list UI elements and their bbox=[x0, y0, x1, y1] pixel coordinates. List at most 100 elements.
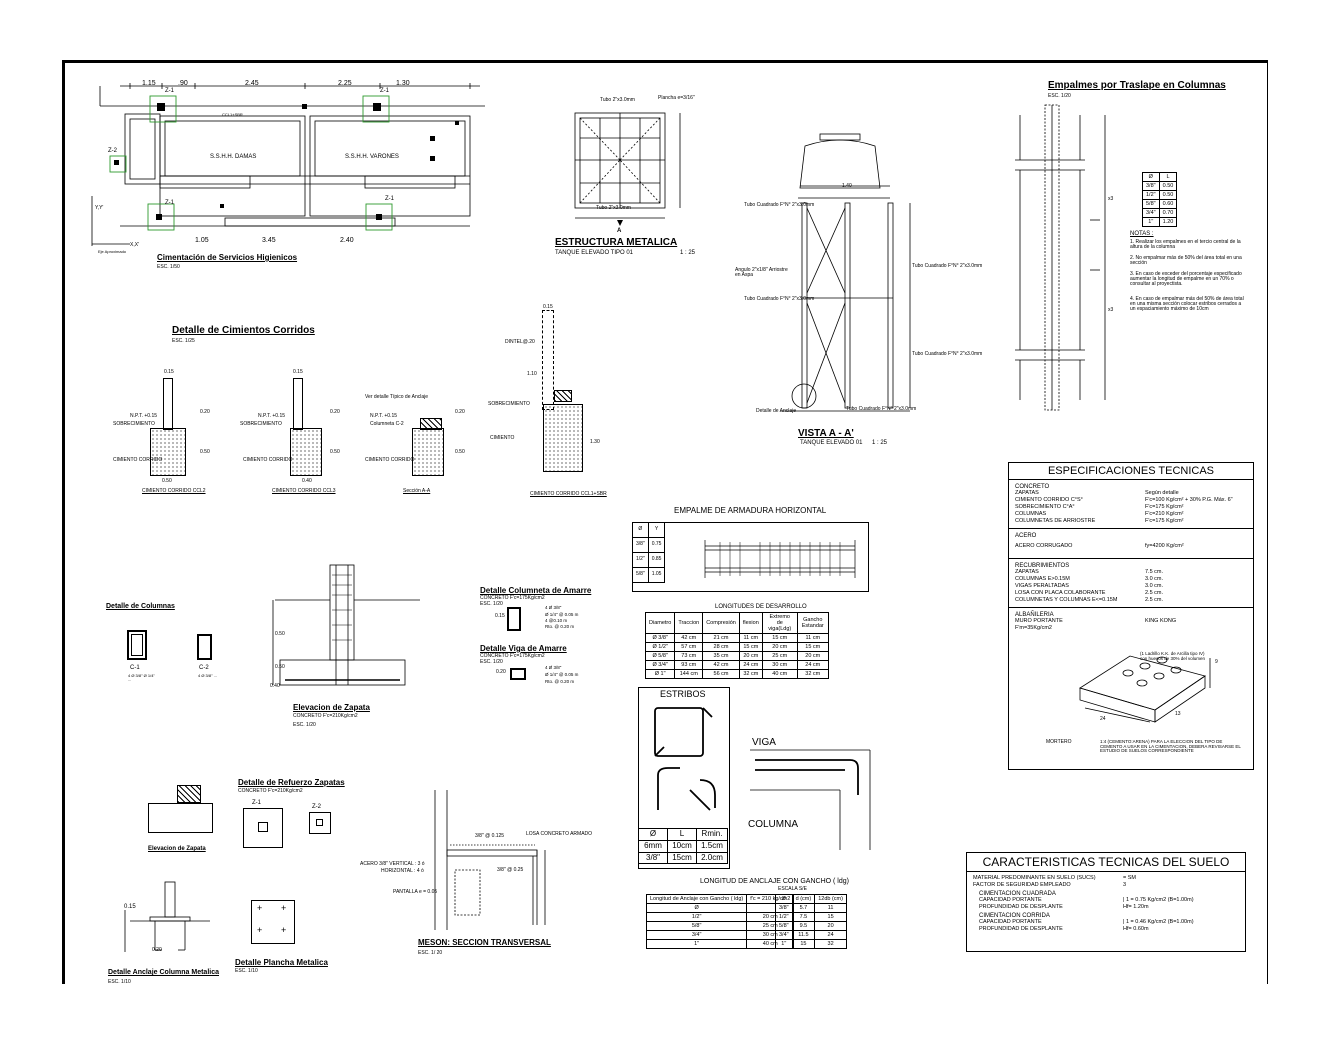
estribos-frame bbox=[638, 687, 730, 869]
plan-title: Cimentación de Servicios Higienicos bbox=[157, 253, 298, 262]
plancha-title: Detalle Plancha Metalica bbox=[235, 958, 328, 967]
suelo-val: Hf= 1.20m bbox=[1123, 904, 1149, 910]
suelo-key: CAPACIDAD PORTANTE bbox=[979, 919, 1042, 925]
spec-val: Según detalle bbox=[1145, 490, 1179, 496]
suelo-val: | 1 = 0.75 Kg/cm2 (B=1.00m) bbox=[1123, 897, 1194, 903]
zapata-drawing bbox=[272, 564, 420, 686]
footing-2-sobre: SOBRECIMIENTO bbox=[240, 421, 282, 427]
viga-amarre-scale: ESC. 1/20 bbox=[480, 659, 503, 665]
spec-val: fy=4200 Kg/cm² bbox=[1145, 543, 1184, 549]
footing-2-wall bbox=[293, 378, 303, 430]
viga-amarre-note-2: Ø 1/4" @ 0.05 m bbox=[545, 672, 579, 677]
footing-2-dim-b: 0.20 bbox=[330, 409, 340, 415]
refuerzo-z2-col bbox=[316, 819, 323, 826]
long-cell: Ø 3/4" bbox=[644, 660, 676, 671]
zapata-scale: ESC. 1/20 bbox=[293, 722, 316, 728]
note-1: 1. Realizar los empalmes en el tercio ce… bbox=[1130, 239, 1241, 250]
footing-3-dim-c: 0.50 bbox=[455, 449, 465, 455]
long-head: Diametro bbox=[644, 611, 676, 635]
anclaje-t2-head: 12db (cm) bbox=[814, 893, 847, 905]
spec-val: 3.0 cm. bbox=[1145, 576, 1164, 582]
tubo-label-top: Tubo 2"x3.0mm bbox=[600, 97, 635, 103]
plan-dim-bot-1: 1.05 bbox=[195, 237, 209, 244]
long-cell: 42 cm bbox=[674, 633, 704, 644]
viga-columna-drawing bbox=[750, 749, 871, 850]
spec-key: COLUMNAS bbox=[1015, 511, 1047, 517]
spec-key: COLUMNETAS DE ARRIOSTRE bbox=[1015, 518, 1096, 524]
zapata-title: Elevacion de Zapata bbox=[293, 703, 370, 712]
room-damas: S.S.H.H. DAMAS bbox=[210, 154, 257, 160]
footing-2-cimiento: CIMIENTO CORRIDO bbox=[243, 457, 293, 463]
longitudes-table: Diametro Traccion Compresión flexion Ext… bbox=[644, 611, 829, 680]
long-cell: 40 cm bbox=[761, 669, 798, 680]
anclaje-t2-cell: 3/4" bbox=[775, 930, 793, 941]
vista-title: VISTA A - A' bbox=[798, 428, 854, 439]
long-cell: 30 cm bbox=[761, 660, 798, 671]
empalmes-drawing bbox=[1015, 104, 1106, 411]
vista-drawing bbox=[780, 133, 911, 412]
anclaje-t2-cell: 5.7 bbox=[791, 903, 816, 914]
spec-val: 2.5 cm. bbox=[1145, 597, 1164, 603]
meson-horizontal: HORIZONTAL : 4 ó bbox=[381, 868, 424, 874]
spec-row: SOBRECIMIENTO C°A°F'c=175 Kg/cm² bbox=[1015, 504, 1247, 511]
plancha-bolt-icon: + bbox=[281, 925, 287, 935]
columneta-dim: 0.15 bbox=[495, 613, 505, 619]
plan-dim-top-2: .90 bbox=[178, 80, 188, 87]
suelo-panel: CARACTERISTICAS TECNICAS DEL SUELO MATER… bbox=[966, 852, 1246, 952]
footing-1-cimiento: CIMIENTO CORRIDO bbox=[113, 457, 163, 463]
long-cell: 11 cm bbox=[796, 633, 829, 644]
footing-4-base bbox=[543, 404, 583, 472]
spec-val: F'c=175 Kg/cm² bbox=[1145, 518, 1184, 524]
suelo-val: Hf= 0.60m bbox=[1123, 926, 1149, 932]
brick-dim-l: 24 bbox=[1100, 716, 1106, 722]
vista-tubo-3: Tubo Cuadrado F°N° 2"x3.0mm bbox=[744, 296, 815, 302]
empalmes-dim-2: x3 bbox=[1108, 307, 1114, 313]
refuerzo-z1-col bbox=[258, 822, 268, 832]
vista-angulo: Angulo 2"x1/8" Arriostre en Aspa bbox=[735, 267, 788, 278]
column-c2 bbox=[197, 634, 212, 660]
cimientos-title: Detalle de Cimientos Corridos bbox=[172, 325, 315, 336]
spec-val: 3.0 cm. bbox=[1145, 583, 1164, 589]
long-cell: Ø 3/8" bbox=[644, 633, 676, 644]
meson-acero: ACERO 3/8" VERTICAL : 3 ó bbox=[360, 861, 425, 867]
footing-4-dim-top: 0.15 bbox=[543, 304, 553, 310]
estructura-title: ESTRUCTURA METALICA bbox=[555, 237, 678, 248]
meson-title: MESON: SECCION TRANSVERSAL bbox=[418, 938, 551, 947]
spec-key: MURO PORTANTE bbox=[1015, 618, 1063, 624]
long-cell: 25 cm bbox=[761, 651, 798, 662]
estribos-cell: 15cm bbox=[667, 851, 697, 865]
footing-1-dim-w: 0.50 bbox=[162, 478, 172, 484]
ladrillo-note: (1 Ladrillo K.K. de Arcilla tipo IV) con… bbox=[1140, 651, 1206, 661]
anclaje-table-1: Longitud de Anclaje con Gancho ( ldg)f'c… bbox=[645, 893, 795, 950]
spec-divider bbox=[1009, 528, 1253, 529]
empalmes-cell: 0.50 bbox=[1158, 190, 1178, 201]
spec-key: ZAPATAS bbox=[1015, 569, 1039, 575]
spec-val: 7.5 cm. bbox=[1145, 569, 1164, 575]
anclaje-t2-cell: 1/2" bbox=[775, 912, 793, 923]
axis-y-label: Y,Y' bbox=[95, 205, 104, 211]
longitudes-title: LONGITUDES DE DESARROLLO bbox=[715, 604, 807, 610]
vista-anclaje: Detalle de Anclaje bbox=[756, 408, 797, 414]
spec-albanileria: ALBAÑILERIA bbox=[1015, 612, 1054, 618]
vista-tubo-2: Tubo Cuadrado F°N° 2"x3.0mm bbox=[912, 263, 983, 269]
columneta-title: Detalle Columneta de Amarre bbox=[480, 586, 592, 595]
long-cell: 11 cm bbox=[738, 633, 763, 644]
plan-dim-top-4: 2.25 bbox=[338, 80, 352, 87]
suelo-cuadrada: CIMENTACION CUADRADA bbox=[979, 891, 1056, 897]
columneta-sub: CONCRETO F'c=175Kg/cm2 bbox=[480, 595, 545, 601]
long-cell: 56 cm bbox=[702, 669, 740, 680]
anclaje-t1-head: Longitud de Anclaje con Gancho ( ldg) bbox=[645, 893, 748, 905]
footing-4-dim-total: 1.30 bbox=[590, 439, 600, 445]
anclaje-t2-cell: 11 bbox=[814, 903, 847, 914]
suelo-key: CAPACIDAD PORTANTE bbox=[979, 897, 1042, 903]
zapata-dim-2: 0.50 bbox=[275, 664, 285, 670]
plancha-bolt-icon: + bbox=[281, 903, 287, 913]
estribos-head: L bbox=[667, 828, 697, 841]
empalmes-head-1: L bbox=[1158, 171, 1178, 183]
plan-beam-label: CCL1+SBR bbox=[222, 112, 243, 117]
